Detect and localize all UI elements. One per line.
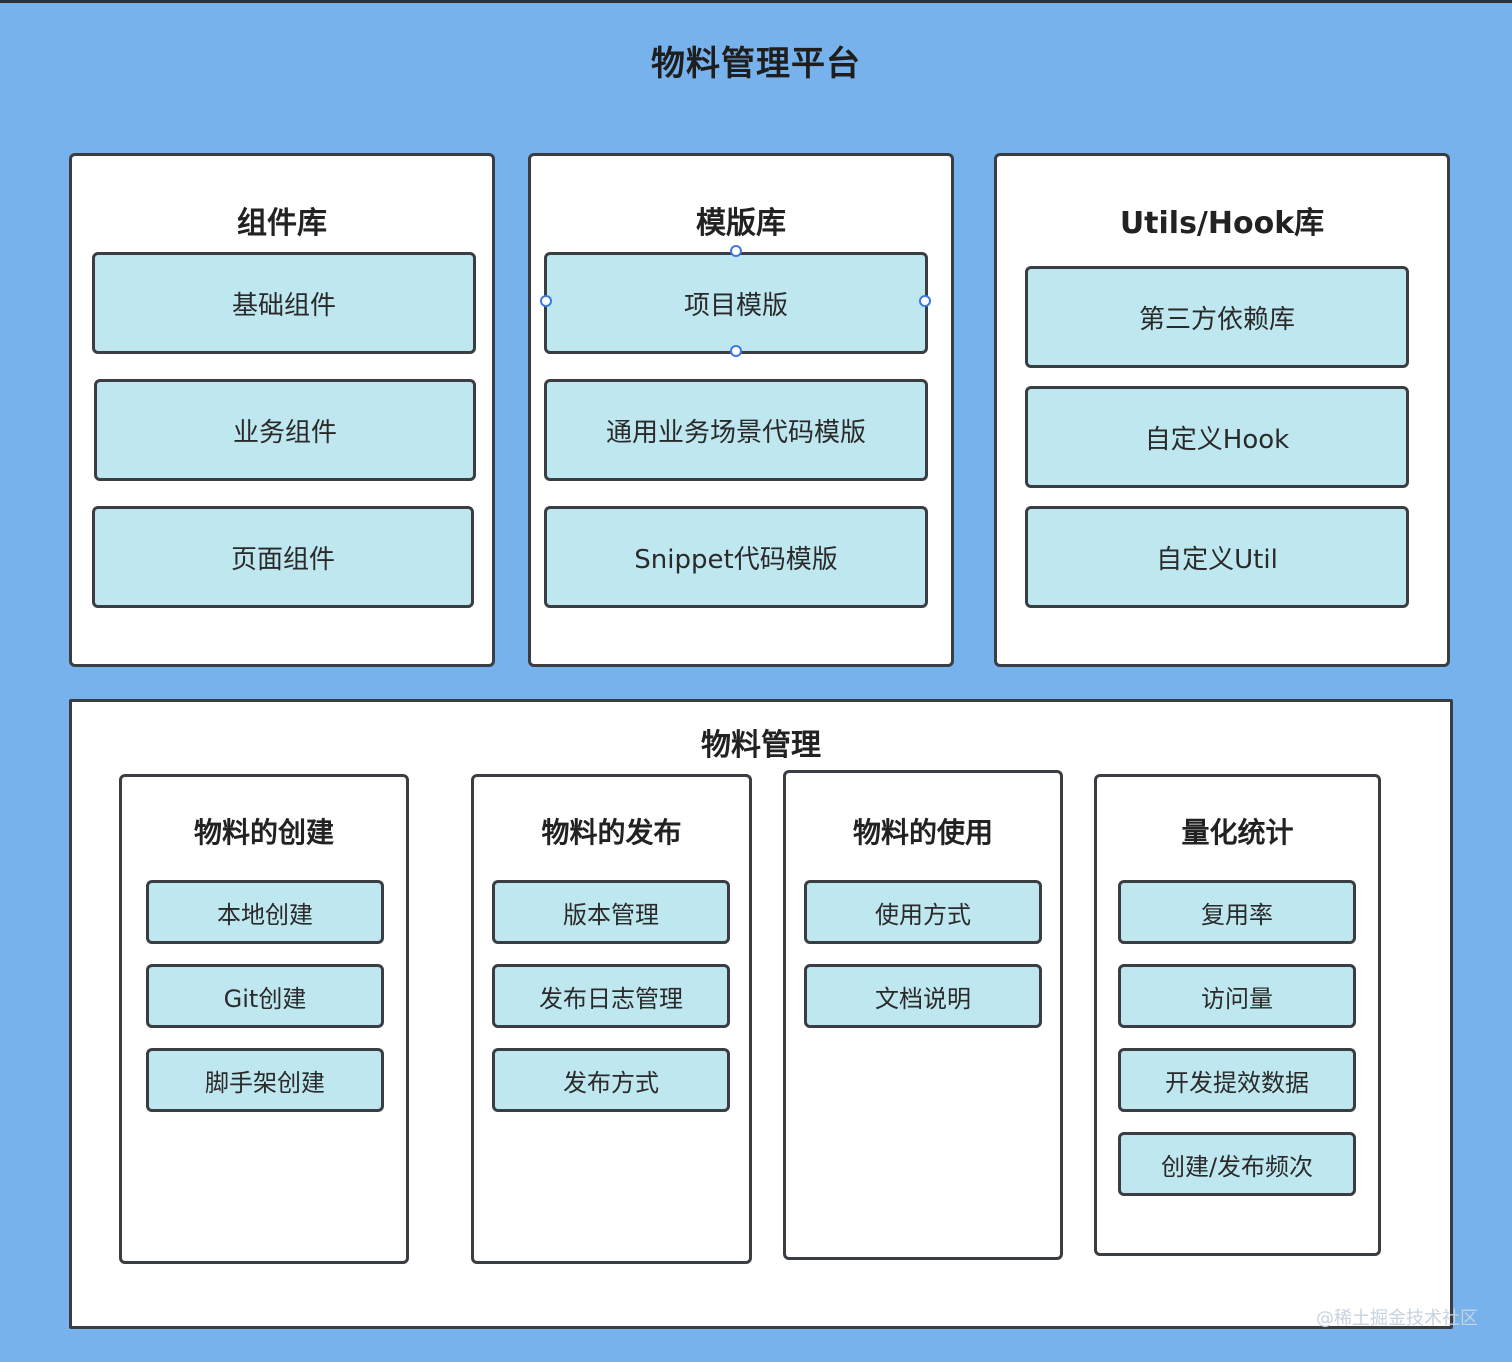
resize-handle-left[interactable] [540,295,552,307]
dev-efficiency-data-box: 开发提效数据 [1118,1048,1356,1112]
material-publish-title: 物料的发布 [541,816,682,849]
material-management-panel: 物料管理 物料的创建 本地创建 Git创建 脚手架创建 物料的发布 版本管理 发… [69,699,1453,1329]
documentation-box: 文档说明 [804,964,1042,1028]
template-library-title: 模版库 [696,206,786,241]
publish-method-box: 发布方式 [492,1048,730,1112]
resize-handle-bottom[interactable] [730,345,742,357]
business-components-box: 业务组件 [94,379,476,481]
diagram-title: 物料管理平台 [651,44,861,84]
component-library-title: 组件库 [237,206,327,241]
utils-hook-library-panel: Utils/Hook库 第三方依赖库 自定义Hook 自定义Util [994,153,1450,667]
utils-hook-library-title: Utils/Hook库 [1119,206,1325,241]
quantitative-statistics-title: 量化统计 [1181,816,1294,849]
resize-handle-top[interactable] [730,245,742,257]
third-party-deps-box: 第三方依赖库 [1025,266,1409,368]
local-create-box: 本地创建 [146,880,384,944]
component-library-panel: 组件库 基础组件 业务组件 页面组件 [69,153,495,667]
scaffold-create-box: 脚手架创建 [146,1048,384,1112]
custom-util-box: 自定义Util [1025,506,1409,608]
version-management-box: 版本管理 [492,880,730,944]
material-management-title: 物料管理 [701,728,821,763]
business-scenario-template-box: 通用业务场景代码模版 [544,379,928,481]
project-template-box: 项目模版 [544,252,928,354]
page-components-box: 页面组件 [92,506,474,608]
git-create-box: Git创建 [146,964,384,1028]
watermark: @稀土掘金技术社区 [1316,1308,1478,1329]
material-publish-panel: 物料的发布 版本管理 发布日志管理 发布方式 [471,774,752,1264]
create-publish-frequency-box: 创建/发布频次 [1118,1132,1356,1196]
quantitative-statistics-panel: 量化统计 复用率 访问量 开发提效数据 创建/发布频次 [1094,774,1381,1256]
material-creation-title: 物料的创建 [193,816,334,849]
resize-handle-right[interactable] [919,295,931,307]
material-creation-panel: 物料的创建 本地创建 Git创建 脚手架创建 [119,774,409,1264]
visit-count-box: 访问量 [1118,964,1356,1028]
reuse-rate-box: 复用率 [1118,880,1356,944]
snippet-template-box: Snippet代码模版 [544,506,928,608]
template-library-panel: 模版库 项目模版 通用业务场景代码模版 Snippet代码模版 [528,153,954,667]
usage-method-box: 使用方式 [804,880,1042,944]
material-usage-title: 物料的使用 [852,816,993,849]
material-usage-panel: 物料的使用 使用方式 文档说明 [783,770,1063,1260]
basic-components-box: 基础组件 [92,252,476,354]
top-border [0,0,1512,3]
publish-log-management-box: 发布日志管理 [492,964,730,1028]
custom-hook-box: 自定义Hook [1025,386,1409,488]
